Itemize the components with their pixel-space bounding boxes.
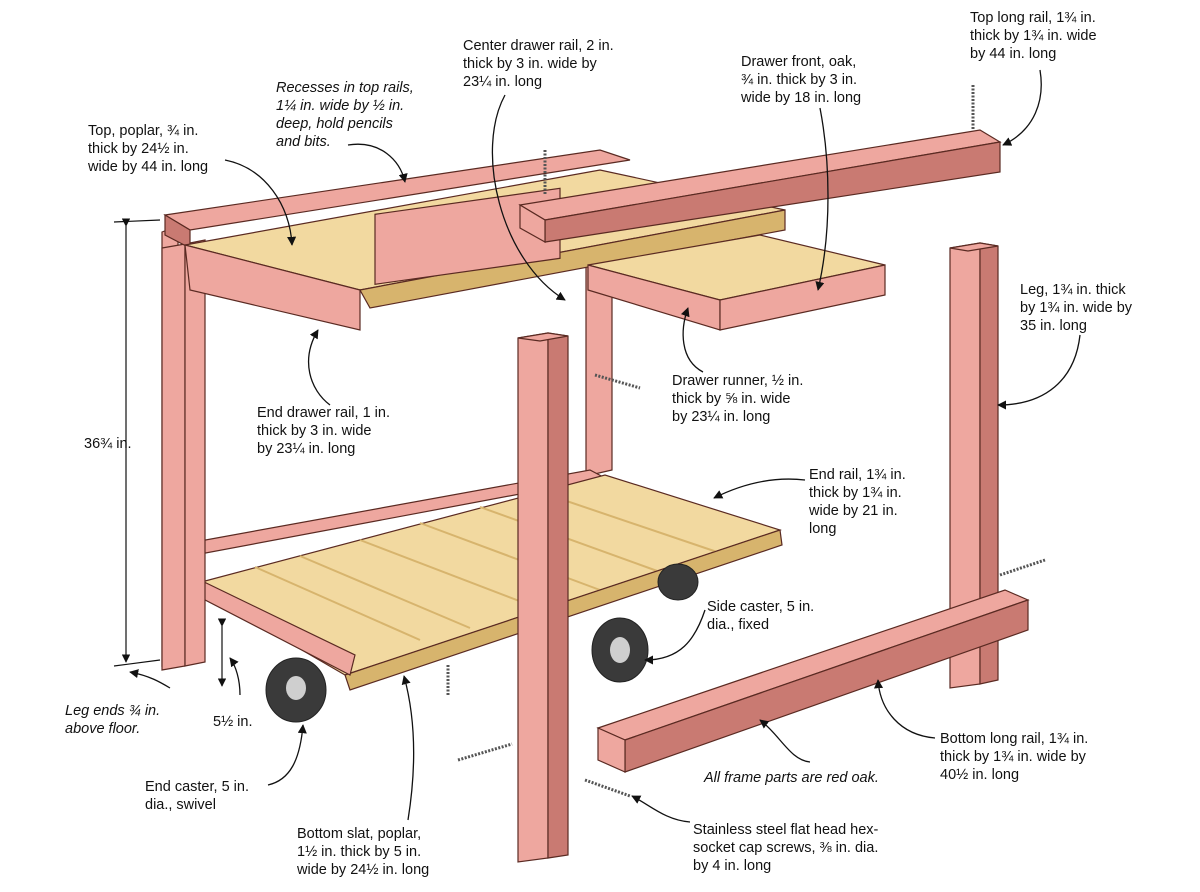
- top-assembly: [163, 149, 786, 331]
- label-drawer-front: Drawer front, oak, ¾ in. thick by 3 in. …: [741, 54, 862, 106]
- label-end-caster: End caster, 5 in. dia., swivel: [145, 779, 249, 813]
- screw-icon: [594, 373, 641, 390]
- label-clearance-dimension: 5½ in.: [213, 714, 253, 730]
- label-screws: Stainless steel flat head hex- socket ca…: [693, 822, 879, 874]
- label-side-caster: Side caster, 5 in. dia., fixed: [707, 599, 815, 633]
- label-frame-note: All frame parts are red oak.: [704, 770, 879, 786]
- label-leg: Leg, 1¾ in. thick by 1¾ in. wide by 35 i…: [1020, 282, 1133, 334]
- leader-lines: [129, 69, 1081, 823]
- label-drawer-runner: Drawer runner, ½ in. thick by ⅝ in. wide…: [672, 373, 804, 425]
- label-height-dimension: 36¾ in.: [84, 436, 132, 452]
- label-end-rail: End rail, 1¾ in. thick by 1¾ in. wide by…: [809, 467, 906, 537]
- separate-leg: [949, 242, 999, 689]
- label-top-poplar: Top, poplar, ¾ in. thick by 24½ in. wide…: [88, 123, 209, 175]
- label-end-drawer-rail: End drawer rail, 1 in. thick by 3 in. wi…: [257, 405, 390, 457]
- screw-icon: [999, 558, 1046, 577]
- label-recesses: Recesses in top rails, 1¼ in. wide by ½ …: [276, 80, 414, 150]
- label-bottom-slat: Bottom slat, poplar, 1½ in. thick by 5 i…: [297, 826, 430, 878]
- label-top-long-rail: Top long rail, 1¾ in. thick by 1¾ in. wi…: [970, 10, 1097, 62]
- bottom-long-rail: [596, 589, 1030, 773]
- screw-icon: [584, 778, 631, 798]
- label-bottom-long-rail: Bottom long rail, 1¾ in. thick by 1¾ in.…: [940, 731, 1089, 783]
- side-caster-wheel: [591, 563, 699, 683]
- label-leg-ends: Leg ends ¾ in. above floor.: [65, 703, 161, 737]
- label-center-drawer-rail: Center drawer rail, 2 in. thick by 3 in.…: [463, 38, 614, 90]
- front-right-leg: [517, 332, 569, 863]
- end-caster-wheel: [265, 657, 327, 723]
- front-left-leg: [161, 239, 206, 671]
- screw-icon: [457, 742, 513, 762]
- height-dimension: [113, 218, 161, 667]
- screws: [446, 85, 1046, 798]
